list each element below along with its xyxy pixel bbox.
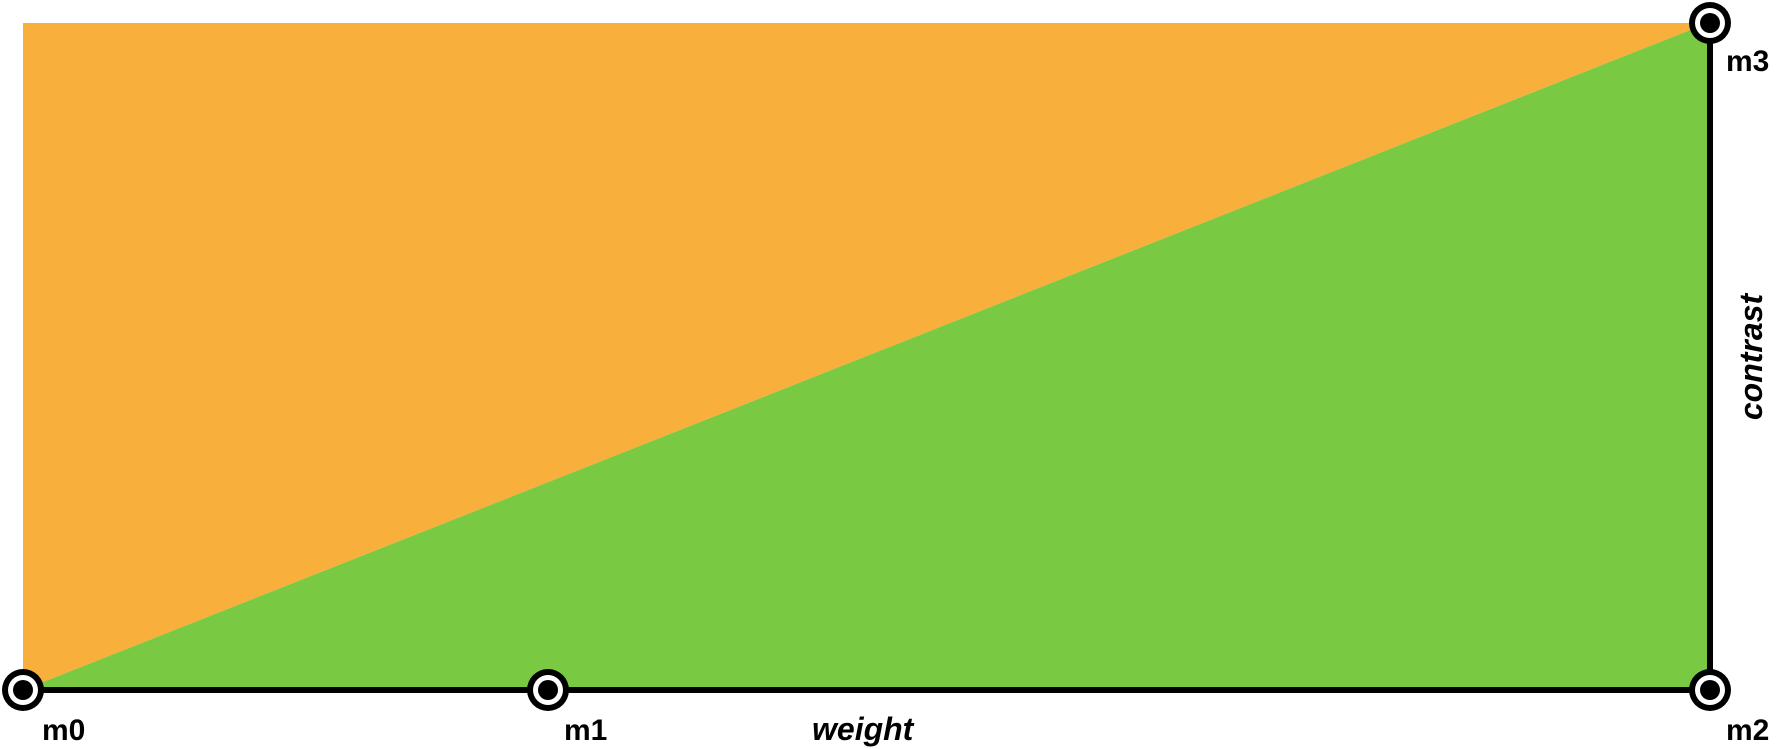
weight-axis-label: weight	[812, 711, 915, 747]
marker-dot	[538, 680, 558, 700]
marker-dot	[13, 680, 33, 700]
contrast-axis-label: contrast	[1733, 293, 1769, 421]
master-label-m0: m0	[42, 714, 85, 747]
master-marker-m2[interactable]	[1689, 669, 1731, 711]
green-region	[23, 23, 1708, 690]
master-label-m2: m2	[1726, 714, 1769, 747]
master-label-m1: m1	[564, 714, 607, 747]
master-marker-m3[interactable]	[1689, 2, 1731, 44]
marker-dot	[1700, 680, 1720, 700]
master-marker-m1[interactable]	[527, 669, 569, 711]
marker-dot	[1700, 13, 1720, 33]
master-label-m3: m3	[1726, 45, 1769, 78]
master-marker-m0[interactable]	[2, 669, 44, 711]
